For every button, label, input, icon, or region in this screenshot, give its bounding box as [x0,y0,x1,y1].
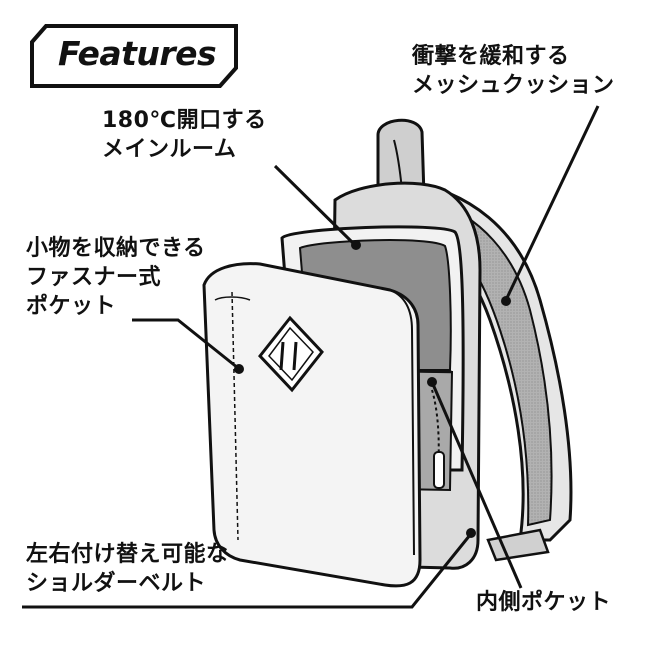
callout-zip-pocket: 小物を収納できる ファスナー式 ポケット [26,236,206,319]
leader-shoulder-belt [22,534,472,609]
front-flap [202,262,422,588]
callout-mesh-cushion: 衝撃を緩和する メッシュクッション [412,44,615,98]
strap-buckle [486,528,550,562]
callout-dots [234,240,511,538]
title: Features [58,34,217,73]
title-badge [30,24,238,88]
zipper-pull [433,451,445,489]
zipper-track [431,389,440,471]
leader-lines [22,105,600,609]
callout-main-room: 180℃開口する メインルーム [102,108,267,162]
top-handle [376,118,426,198]
mesh-cushion [423,198,553,527]
leader-mesh [504,105,600,301]
leader-inner-pocket [430,381,523,589]
diamond-patch [258,315,324,393]
leader-zip-pocket [132,318,239,370]
leader-main-room [273,164,355,245]
flap-edge [389,289,415,556]
callout-inner-pocket: 内側ポケット [476,590,612,615]
callout-shoulder-belt: 左右付け替え可能な ショルダーベルト [26,542,229,596]
